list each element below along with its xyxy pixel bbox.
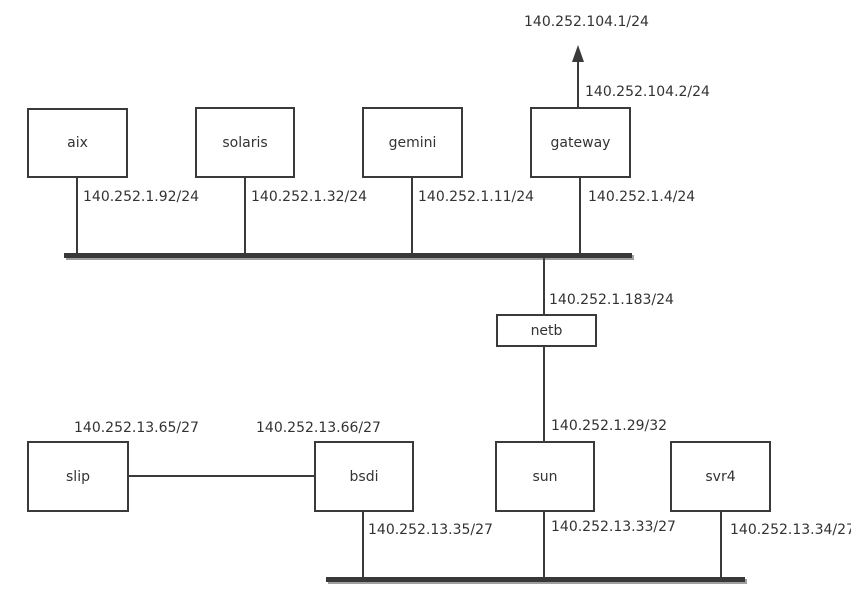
node-aix: aix xyxy=(27,108,128,178)
node-svr4-label: svr4 xyxy=(705,468,736,485)
link-solaris-ethernet1 xyxy=(244,178,246,254)
ip-label-bsdi-slip: 140.252.13.66/27 xyxy=(256,420,381,436)
ip-label-gateway-uplink: 140.252.104.2/24 xyxy=(585,84,710,100)
ip-label-uplink-network: 140.252.104.1/24 xyxy=(524,14,649,30)
node-svr4: svr4 xyxy=(670,441,771,512)
link-aix-ethernet1 xyxy=(76,178,78,254)
link-svr4-ethernet2 xyxy=(720,512,722,578)
link-gemini-ethernet1 xyxy=(411,178,413,254)
ip-label-gemini: 140.252.1.11/24 xyxy=(418,189,535,205)
ip-label-netb: 140.252.1.183/24 xyxy=(549,292,674,308)
ip-label-sun-ptp: 140.252.1.29/32 xyxy=(551,418,668,434)
ip-label-sun-eth: 140.252.13.33/27 xyxy=(551,519,676,535)
ip-label-solaris: 140.252.1.32/24 xyxy=(251,189,368,205)
ip-label-bsdi-eth: 140.252.13.35/27 xyxy=(368,522,493,538)
node-solaris-label: solaris xyxy=(222,134,268,151)
ip-label-aix: 140.252.1.92/24 xyxy=(83,189,200,205)
node-slip: slip xyxy=(27,441,129,512)
node-netb: netb xyxy=(496,314,597,347)
node-slip-label: slip xyxy=(66,468,90,485)
ip-label-gateway-lan: 140.252.1.4/24 xyxy=(588,189,696,205)
link-bsdi-ethernet2 xyxy=(362,512,364,578)
node-netb-label: netb xyxy=(530,322,563,339)
link-ethernet1-netb xyxy=(543,258,545,314)
ethernet-segment-bottom xyxy=(326,577,745,582)
node-gateway-label: gateway xyxy=(550,134,611,151)
link-gateway-uplink xyxy=(577,58,579,107)
link-sun-ethernet2 xyxy=(543,512,545,578)
uplink-arrow-head-icon xyxy=(572,45,584,62)
ip-label-slip: 140.252.13.65/27 xyxy=(74,420,199,436)
node-gemini-label: gemini xyxy=(388,134,437,151)
ip-label-svr4-eth: 140.252.13.34/27 xyxy=(730,522,851,538)
link-gateway-ethernet1 xyxy=(579,178,581,254)
node-aix-label: aix xyxy=(67,135,88,151)
ethernet-segment-top xyxy=(64,253,632,258)
link-slip-bsdi xyxy=(129,475,314,477)
node-sun-label: sun xyxy=(532,468,558,485)
node-sun: sun xyxy=(495,441,595,512)
node-gemini: gemini xyxy=(362,107,463,178)
node-bsdi-label: bsdi xyxy=(349,468,379,485)
node-solaris: solaris xyxy=(195,107,295,178)
link-netb-sun xyxy=(543,347,545,441)
node-gateway: gateway xyxy=(530,107,631,178)
node-bsdi: bsdi xyxy=(314,441,414,512)
